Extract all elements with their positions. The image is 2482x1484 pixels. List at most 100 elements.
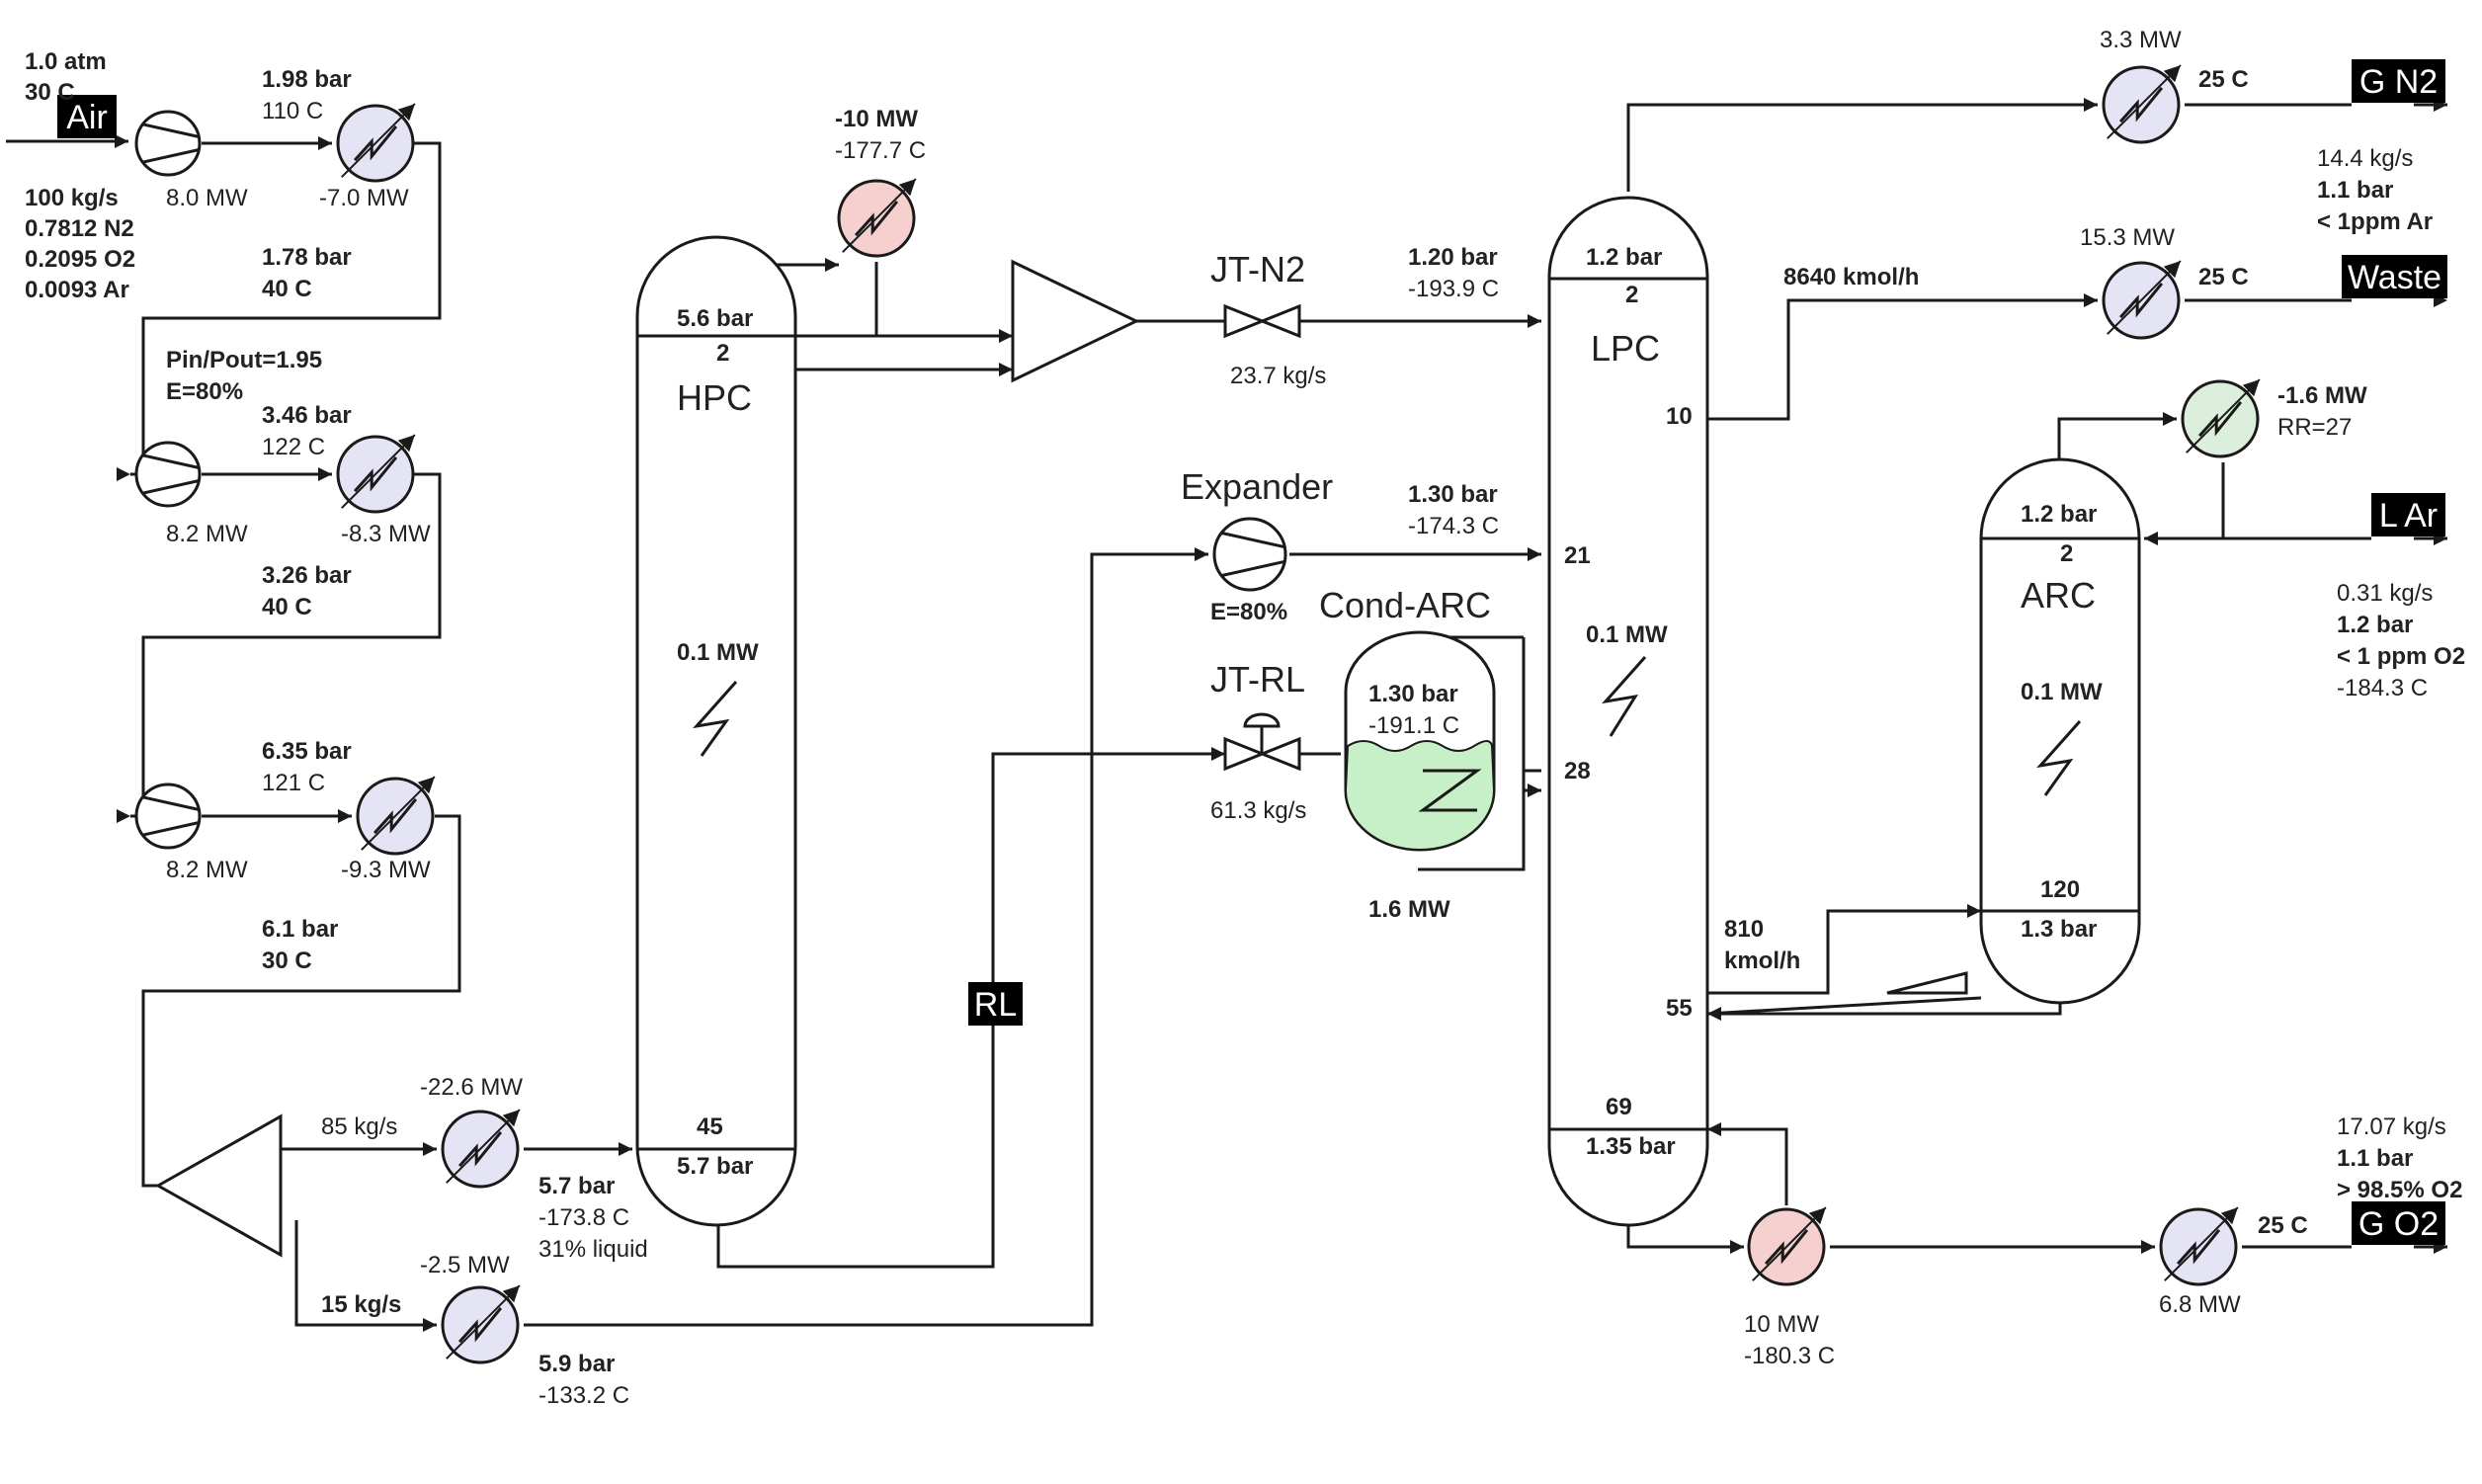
annotation-label: 1.20 bar xyxy=(1408,244,1498,271)
unit-name-label: ARC xyxy=(2021,575,2096,616)
annotation-label: 8.2 MW xyxy=(166,521,248,547)
annotation-label: 1.3 bar xyxy=(2021,916,2097,943)
stream-9 xyxy=(294,1220,437,1327)
hpc-column[interactable] xyxy=(635,235,797,1227)
tag-label: G O2 xyxy=(2358,1205,2439,1243)
annotation-label: 30 C xyxy=(262,948,312,974)
unit-name-label: Cond-ARC xyxy=(1319,585,1491,625)
tag-label: G N2 xyxy=(2359,63,2438,101)
stream-tag-g-n2: G N2 xyxy=(2352,59,2445,103)
flow-arrow-icon xyxy=(1528,783,1541,797)
unit-name-label: JT-RL xyxy=(1210,659,1305,700)
annotation-label: -10 MW xyxy=(835,106,918,132)
annotation-label: -180.3 C xyxy=(1744,1343,1835,1369)
flow-arrow-icon xyxy=(2141,1240,2155,1254)
hx1-heat-exchanger[interactable] xyxy=(336,103,416,183)
annotation-label: < 1 ppm O2 xyxy=(2337,643,2465,670)
annotation-label: Pin/Pout=1.95 xyxy=(166,347,322,373)
flow-arrow-icon xyxy=(1528,314,1541,328)
annotation-label: -191.1 C xyxy=(1368,712,1459,739)
annotation-label: < 1ppm Ar xyxy=(2317,208,2433,235)
stream-tag-air: Air xyxy=(57,95,117,138)
annotation-label: 1.1 bar xyxy=(2317,177,2393,204)
comp3-compressor[interactable] xyxy=(134,783,202,850)
flow-arrow-icon xyxy=(1967,904,1981,918)
annotation-label: -22.6 MW xyxy=(420,1074,523,1101)
lpc-column[interactable] xyxy=(1547,196,1709,1227)
jt-n2-valve[interactable] xyxy=(1223,303,1301,339)
annotation-label: 0.2095 O2 xyxy=(25,246,135,273)
annotation-label: E=80% xyxy=(1210,599,1287,625)
annotation-label: -177.7 C xyxy=(835,137,926,164)
annotation-label: -8.3 MW xyxy=(341,521,431,547)
annotation-label: 1.2 bar xyxy=(2337,612,2413,638)
stream-tag-rl: RL xyxy=(968,982,1023,1026)
annotation-label: 15 kg/s xyxy=(321,1291,401,1318)
annotation-label: 0.1 MW xyxy=(1586,621,1668,648)
hx-lpc-heat-exchanger[interactable] xyxy=(1747,1206,1827,1286)
annotation-label: 25 C xyxy=(2198,66,2249,93)
n2-compressor[interactable] xyxy=(1011,259,1140,383)
annotation-label: 15.3 MW xyxy=(2080,224,2175,251)
hx3-heat-exchanger[interactable] xyxy=(356,776,436,856)
flow-arrow-icon xyxy=(318,467,332,481)
flow-arrow-icon xyxy=(2084,98,2098,112)
air-splitter[interactable] xyxy=(154,1113,283,1258)
stream-23 xyxy=(1707,298,2098,421)
flow-arrow-icon xyxy=(2163,412,2177,426)
annotation-label: -174.3 C xyxy=(1408,513,1499,539)
stream-29 xyxy=(1706,996,1982,1016)
annotation-label: 69 xyxy=(1606,1094,1632,1120)
unit-name-label: LPC xyxy=(1591,328,1660,369)
annotation-label: 0.1 MW xyxy=(2021,679,2103,705)
flow-arrow-icon xyxy=(2144,532,2158,545)
annotation-label: E=80% xyxy=(166,378,243,405)
flow-arrow-icon xyxy=(1707,1007,1721,1021)
stream-25 xyxy=(2057,417,2177,462)
annotation-label: 1.2 bar xyxy=(1586,244,1662,271)
hx-gn2-heat-exchanger[interactable] xyxy=(2102,64,2182,144)
annotation-label: 3.46 bar xyxy=(262,402,352,429)
hx2-heat-exchanger[interactable] xyxy=(336,434,416,514)
annotation-label: 30 C xyxy=(25,79,75,106)
annotation-label: 10 xyxy=(1666,403,1693,430)
annotation-label: 1.0 atm xyxy=(25,48,107,75)
lpc-energy-icon xyxy=(1602,656,1647,737)
annotation-label: 1.35 bar xyxy=(1586,1133,1676,1160)
hx-waste-heat-exchanger[interactable] xyxy=(2102,260,2182,340)
stream-tag-l-ar: L Ar xyxy=(2371,493,2445,536)
annotation-label: 1.1 bar xyxy=(2337,1145,2413,1172)
flow-arrow-icon xyxy=(825,258,839,272)
annotation-label: 1.2 bar xyxy=(2021,501,2097,528)
hx-hpc-heat-exchanger[interactable] xyxy=(837,178,917,258)
annotation-label: -7.0 MW xyxy=(319,185,409,211)
annotation-label: 17.07 kg/s xyxy=(2337,1113,2446,1140)
stream-20 xyxy=(1626,103,2098,192)
comp1-compressor[interactable] xyxy=(134,110,202,177)
flow-arrow-icon xyxy=(1211,747,1225,761)
annotation-label: 45 xyxy=(697,1113,723,1140)
flow-arrow-icon xyxy=(619,1142,632,1156)
annotation-label: -1.6 MW xyxy=(2277,382,2367,409)
annotation-label: > 98.5% O2 xyxy=(2337,1177,2462,1203)
annotation-label: 0.1 MW xyxy=(677,639,759,666)
arc-column[interactable] xyxy=(1979,457,2141,1005)
expander-compressor[interactable] xyxy=(1212,517,1287,592)
annotation-label: kmol/h xyxy=(1724,948,1800,974)
annotation-label: 8.0 MW xyxy=(166,185,248,211)
jt-rl-actuator xyxy=(1243,712,1281,728)
hx5-heat-exchanger[interactable] xyxy=(441,1284,521,1364)
flow-arrow-icon xyxy=(999,329,1013,343)
annotation-label: 23.7 kg/s xyxy=(1230,363,1326,389)
annotation-label: 1.30 bar xyxy=(1368,681,1458,707)
annotation-label: 0.7812 N2 xyxy=(25,215,134,242)
annotation-label: 120 xyxy=(2040,876,2080,903)
tag-label: Waste xyxy=(2348,259,2441,296)
hx-arc-heat-exchanger[interactable] xyxy=(2181,378,2261,458)
flow-arrow-icon xyxy=(338,809,352,823)
hx-go2-heat-exchanger[interactable] xyxy=(2159,1206,2239,1286)
comp2-compressor[interactable] xyxy=(134,441,202,508)
flow-arrow-icon xyxy=(1730,1240,1744,1254)
hx4-heat-exchanger[interactable] xyxy=(441,1109,521,1189)
